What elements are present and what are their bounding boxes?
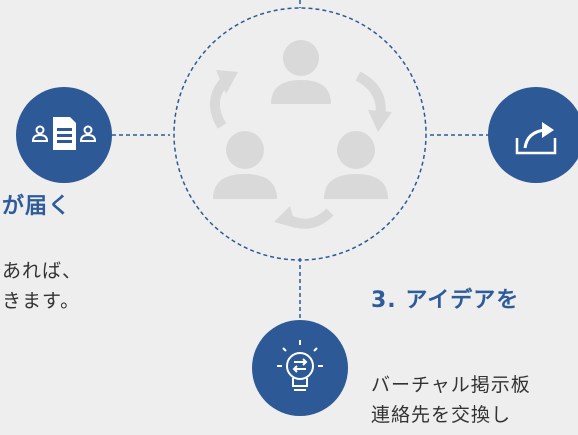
bottom-node <box>252 320 348 416</box>
left-node <box>16 87 112 183</box>
center-people-group <box>213 40 388 199</box>
curved-arrow-icon <box>274 206 334 229</box>
user-icon <box>271 40 331 104</box>
left-panel-line-1: あれば、 <box>2 260 83 282</box>
user-icon <box>213 131 277 199</box>
curved-arrow-icon <box>355 71 392 132</box>
center-dashed-circle <box>173 7 427 261</box>
share-export-icon <box>515 122 557 155</box>
center-arrows-group <box>210 70 392 229</box>
right-node <box>488 87 578 183</box>
connector-lines <box>112 0 492 318</box>
lightbulb-exchange-icon <box>277 340 323 391</box>
right-panel-line-2: 連絡先を交換し <box>371 404 512 426</box>
document-icon <box>53 117 76 150</box>
profile-document-icon <box>31 125 97 142</box>
left-panel-line-2: きます。 <box>2 290 81 312</box>
curved-arrow-icon <box>210 70 238 129</box>
user-icon <box>324 131 388 199</box>
right-panel-line-1: バーチャル掲示板 <box>371 374 531 396</box>
right-panel-heading: 3. アイデアを <box>371 288 520 313</box>
left-panel-heading: が届く <box>2 194 72 219</box>
